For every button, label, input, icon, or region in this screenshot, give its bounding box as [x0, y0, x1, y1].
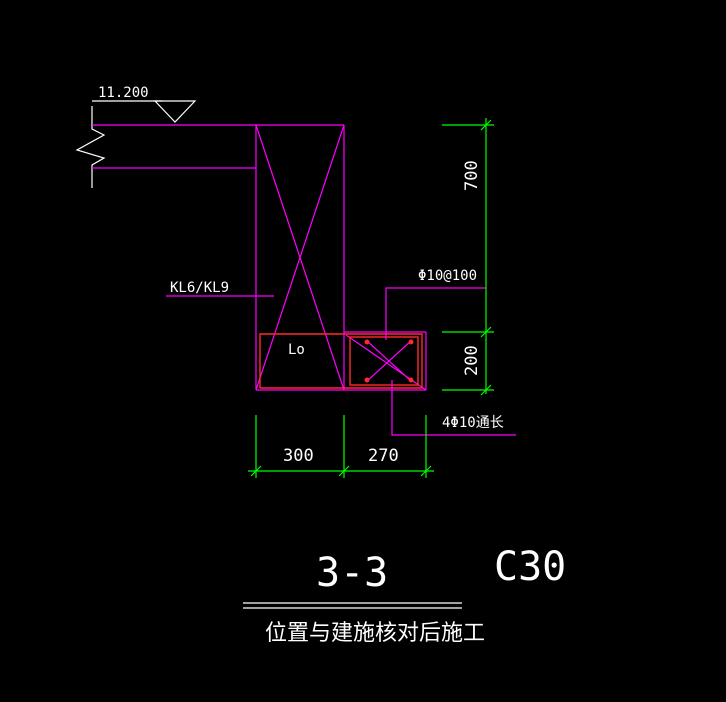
dimension-height-1: 700 [462, 160, 482, 191]
title-underline [243, 602, 462, 609]
rebar-dot [408, 339, 414, 345]
ledge-beam [344, 331, 427, 391]
elevation-label: 11.200 [98, 85, 149, 101]
rebar-dot [364, 377, 370, 383]
beam-label-group: KL6/KL9 [166, 280, 274, 297]
bars-label-group: 4Φ10通长 [391, 380, 516, 436]
ledge-section [364, 339, 414, 383]
break-line [75, 106, 106, 188]
anchor-label: Lo [288, 342, 305, 358]
concrete-grade: C30 [494, 544, 566, 590]
rebar-dot [364, 339, 370, 345]
section-label: 3-3 [316, 550, 388, 596]
construction-note: 位置与建施核对后施工 [265, 621, 485, 646]
upstand-wall [255, 124, 345, 391]
bars-label: 4Φ10通长 [442, 415, 504, 431]
stirrup-label: Φ10@100 [418, 268, 477, 284]
rebar-dot [408, 377, 414, 383]
dimension-width-2: 270 [368, 446, 399, 466]
dimension-width-1: 300 [283, 446, 314, 466]
stirrup-label-group: Φ10@100 [385, 268, 486, 340]
horizontal-dimension [248, 415, 434, 478]
vertical-dimension [442, 118, 494, 396]
slab [92, 124, 344, 169]
beam-label: KL6/KL9 [170, 280, 229, 296]
elevation-marker: 11.200 [92, 85, 197, 123]
dimension-height-2: 200 [462, 345, 482, 376]
rebar-outline [259, 333, 423, 389]
